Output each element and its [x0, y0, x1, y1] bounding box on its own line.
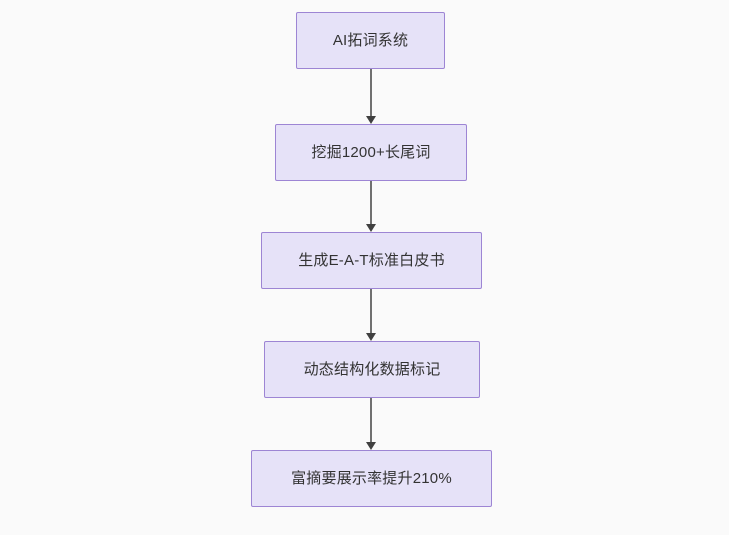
edge-arrowhead-1-2: [365, 116, 376, 124]
node-label-rich-snippet-uplift: 富摘要展示率提升210%: [291, 469, 452, 487]
edge-line-3-4: [370, 289, 372, 333]
edge-arrowhead-2-3: [365, 224, 376, 232]
node-rich-snippet-uplift[interactable]: 富摘要展示率提升210%: [251, 450, 492, 507]
node-label-generate-eat-whitepaper: 生成E-A-T标准白皮书: [298, 251, 445, 269]
node-label-ai-keyword-system: AI拓词系统: [332, 31, 409, 49]
node-generate-eat-whitepaper[interactable]: 生成E-A-T标准白皮书: [261, 232, 482, 289]
edge-line-1-2: [370, 69, 372, 116]
node-mine-longtail-keywords[interactable]: 挖掘1200+长尾词: [275, 124, 467, 181]
edge-line-4-5: [370, 398, 372, 442]
edge-arrowhead-4-5: [365, 442, 376, 450]
node-ai-keyword-system[interactable]: AI拓词系统: [296, 12, 445, 69]
edge-arrowhead-3-4: [365, 333, 376, 341]
node-label-mine-longtail-keywords: 挖掘1200+长尾词: [311, 143, 431, 161]
edge-line-2-3: [370, 181, 372, 224]
node-label-dynamic-structured-data: 动态结构化数据标记: [303, 360, 441, 378]
node-dynamic-structured-data[interactable]: 动态结构化数据标记: [264, 341, 480, 398]
